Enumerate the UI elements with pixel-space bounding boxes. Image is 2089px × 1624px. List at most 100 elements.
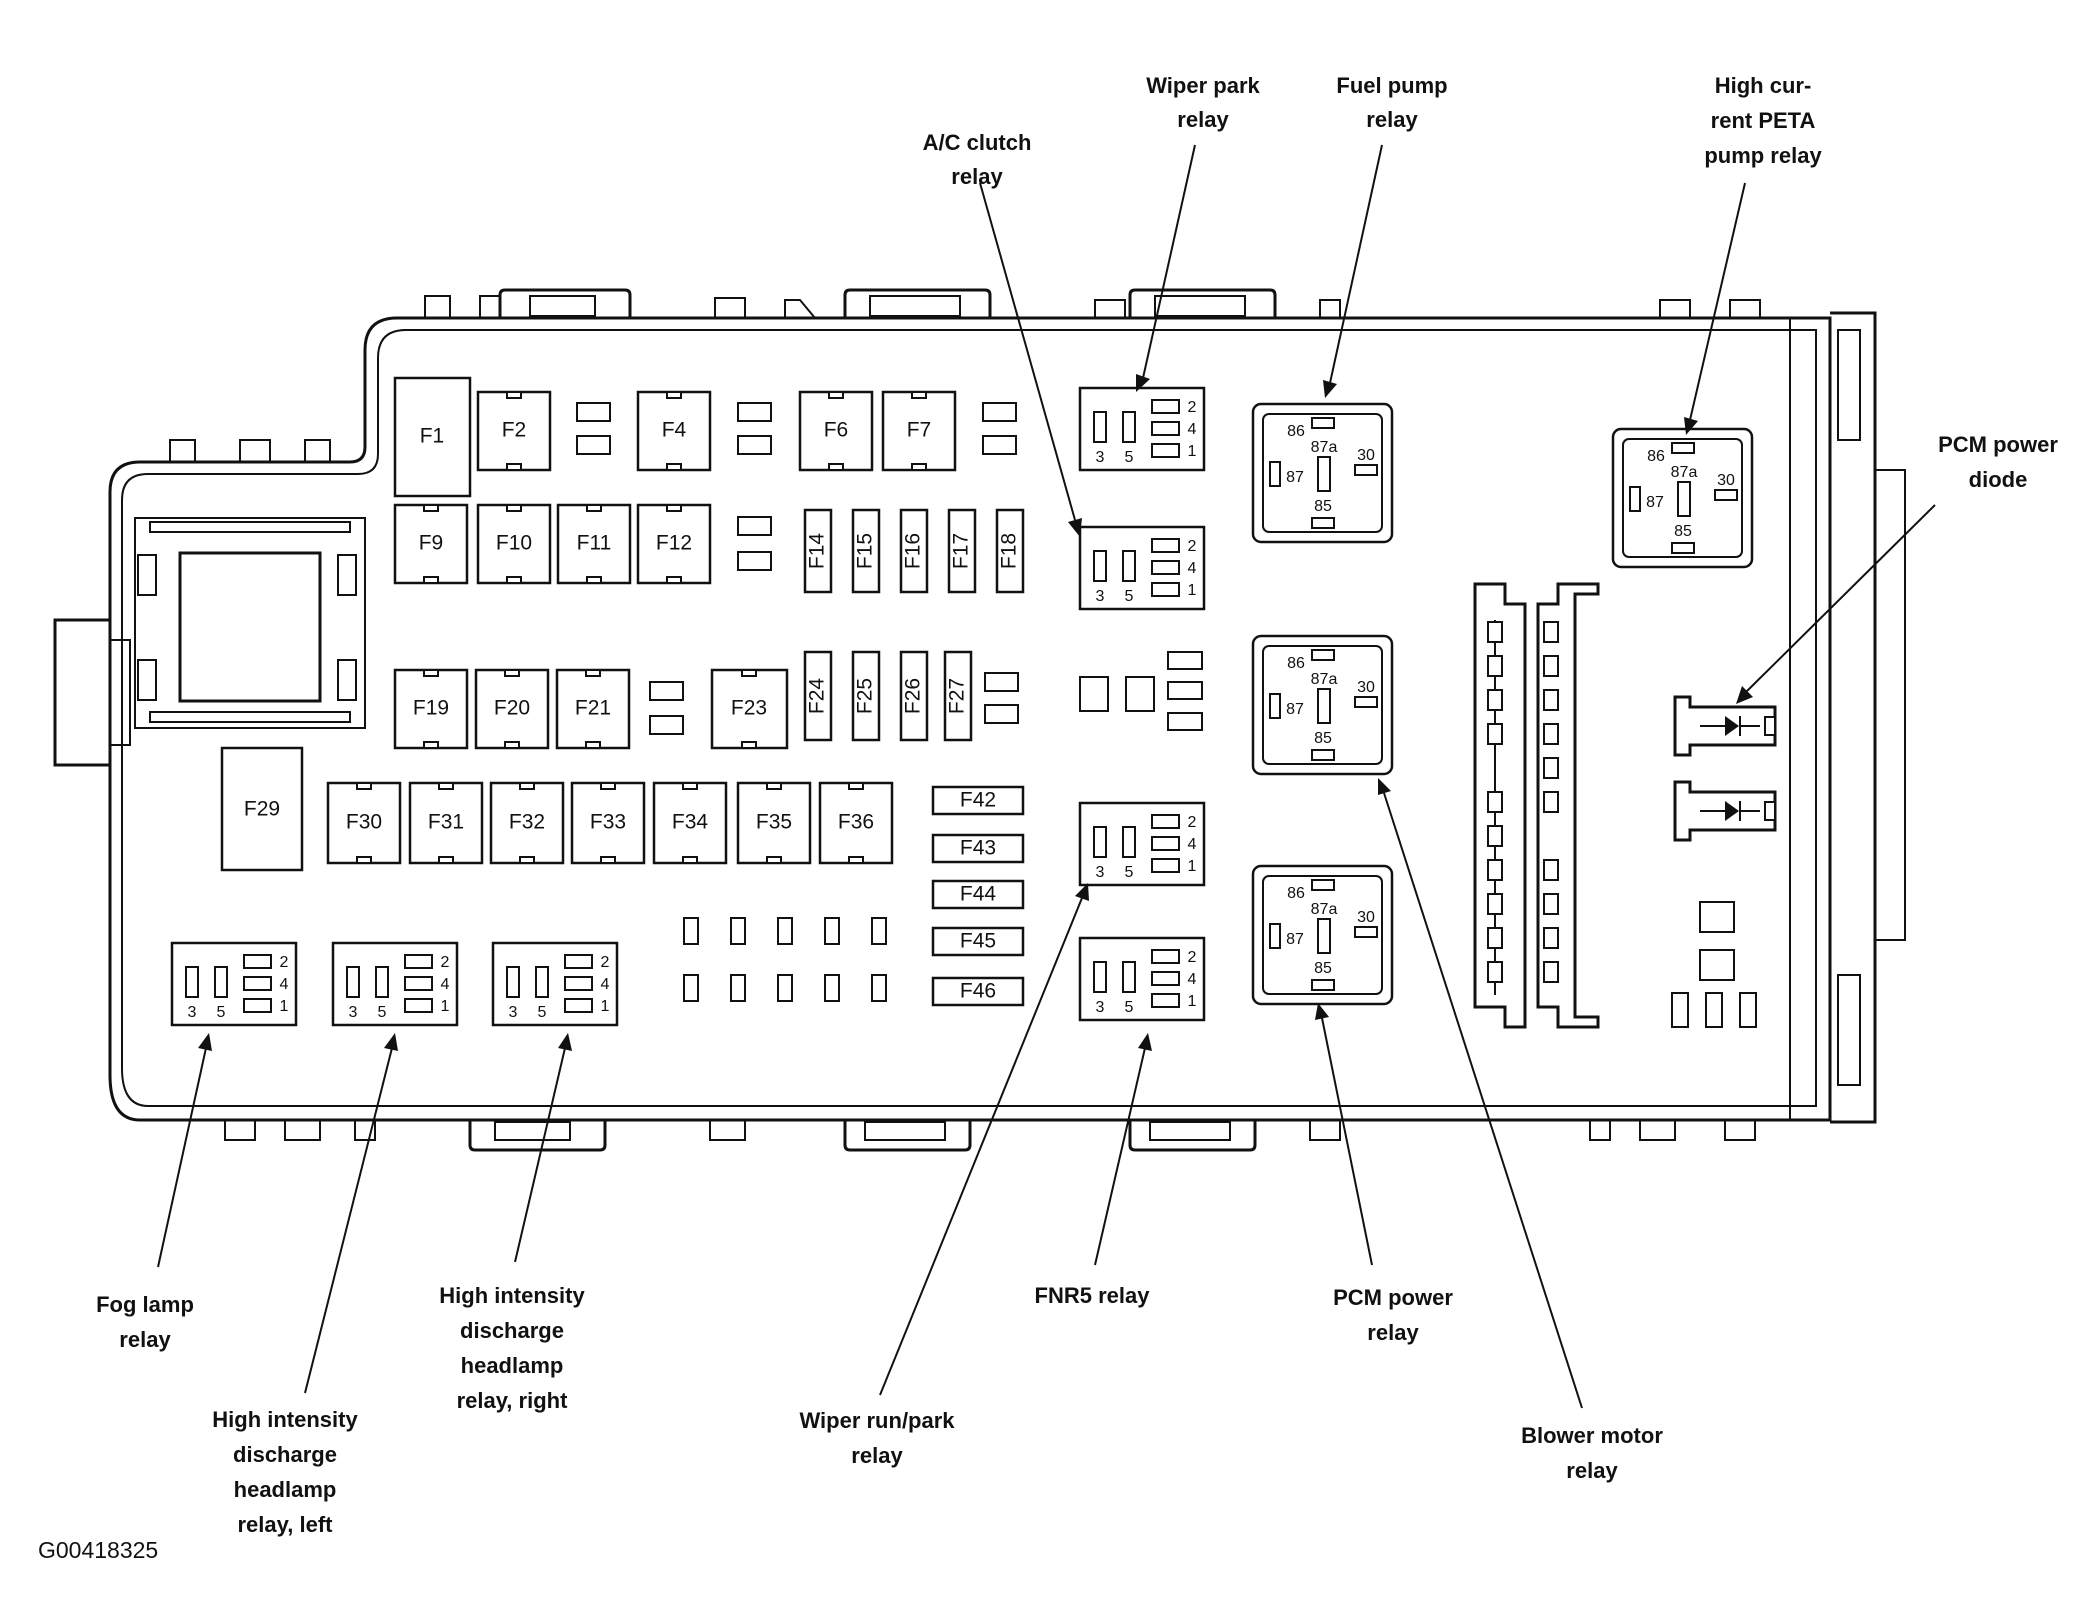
pin-label: 3 <box>188 1004 197 1021</box>
connector-strip-left <box>1473 582 1527 1029</box>
fuse-label: F23 <box>731 697 767 720</box>
pin-label: 5 <box>378 1004 387 1021</box>
callout-line: FNR5 relay <box>1035 1283 1151 1308</box>
fuse-label: F44 <box>960 883 997 906</box>
fuse-F42: F42 <box>931 785 1025 816</box>
pin-label: 3 <box>1096 588 1105 605</box>
fuse-F46: F46 <box>931 976 1025 1007</box>
fuse-slot <box>649 681 684 701</box>
fuse-slot <box>576 435 611 455</box>
fuse-F21: F21 <box>555 668 631 750</box>
fuse-label: F30 <box>346 811 382 834</box>
pin-label: 3 <box>349 1004 358 1021</box>
fuse-F4: F4 <box>636 390 712 472</box>
fuse-label: F46 <box>960 980 996 1003</box>
callout-line: Wiper run/park <box>799 1408 955 1433</box>
pin-label: 3 <box>509 1004 518 1021</box>
pin-label: 87 <box>1646 494 1664 511</box>
mini-relay-wiper-park: 3 5 2 4 1 <box>1078 386 1206 472</box>
pin-label: 5 <box>538 1004 547 1021</box>
fuse-label: F32 <box>509 811 545 834</box>
callout-line: High intensity <box>212 1407 358 1432</box>
pin-label: 87 <box>1286 931 1304 948</box>
iso-relay-high-current-peta: 86 87a 87 30 85 <box>1611 427 1754 569</box>
fuse-label: F19 <box>413 697 449 720</box>
fuse-label: F12 <box>656 532 692 555</box>
callout-line: PCM power <box>1938 432 2058 457</box>
pin-label: 3 <box>1096 864 1105 881</box>
pin-label: 4 <box>1188 836 1197 853</box>
fuse-label: F27 <box>946 678 969 714</box>
callout-line: relay <box>119 1327 171 1352</box>
callout-fog-lamp-relay: Fog lamp relay <box>96 1292 194 1352</box>
pin-label: 1 <box>1188 582 1197 599</box>
callout-ac-clutch-relay: A/C clutch relay <box>923 130 1032 189</box>
pin-label: 3 <box>1096 449 1105 466</box>
fuse-label: F4 <box>662 419 687 442</box>
pin-label: 85 <box>1314 960 1332 977</box>
fuse-label: F24 <box>806 678 829 715</box>
fuse-label: F36 <box>838 811 874 834</box>
mini-relay-hid-right: 3 5 2 4 1 <box>491 941 619 1027</box>
fuse-slot <box>737 551 772 571</box>
callout-line: relay <box>851 1443 903 1468</box>
fuse-F36: F36 <box>818 781 894 865</box>
fuse-F10: F10 <box>476 503 552 585</box>
diode-secondary <box>1673 780 1777 842</box>
pin-label: 5 <box>1125 449 1134 466</box>
pin-label: 2 <box>601 954 610 971</box>
fuse-F16: F16 <box>899 508 929 594</box>
fuse-label: F31 <box>428 811 464 834</box>
fuse-slot <box>576 402 611 422</box>
fuse-F25: F25 <box>851 650 881 742</box>
pin-label: 2 <box>1188 949 1197 966</box>
mini-relay-fnr5: 3 5 2 4 1 <box>1078 936 1206 1022</box>
pin-label: 1 <box>1188 443 1197 460</box>
pin-label: 1 <box>1188 858 1197 875</box>
fuse-F2: F2 <box>476 390 552 472</box>
pin-label: 1 <box>601 998 610 1015</box>
fuse-label: F34 <box>672 811 709 834</box>
pin-label: 30 <box>1357 909 1375 926</box>
fuse-label: F14 <box>806 533 829 570</box>
fuse-slot <box>649 715 684 735</box>
callout-line: High cur- <box>1715 73 1812 98</box>
mini-relay-hid-left: 3 5 2 4 1 <box>331 941 459 1027</box>
pin-label: 4 <box>280 976 289 993</box>
fuse-label: F9 <box>419 532 444 555</box>
fuse-box-housing <box>53 288 1906 1152</box>
callout-line: Fog lamp <box>96 1292 194 1317</box>
pin-label: 87 <box>1286 469 1304 486</box>
pin-label: 5 <box>1125 588 1134 605</box>
callout-line: headlamp <box>461 1353 564 1378</box>
callout-line: relay <box>1177 107 1229 132</box>
fuse-label: F21 <box>575 697 611 720</box>
fuse-label: F26 <box>902 678 925 714</box>
callout-line: discharge <box>460 1318 564 1343</box>
fuse-slot <box>982 402 1017 422</box>
pin-label: 1 <box>1188 993 1197 1010</box>
fuse-F29: F29 <box>220 746 304 872</box>
fuse-F23: F23 <box>710 668 789 750</box>
pin-label: 5 <box>217 1004 226 1021</box>
callout-blower-motor-relay: Blower motor relay <box>1521 1423 1663 1483</box>
diode-pcm-power <box>1673 695 1777 757</box>
callout-line: rent PETA <box>1711 108 1816 133</box>
pin-label: 4 <box>1188 421 1197 438</box>
pin-label: 4 <box>441 976 450 993</box>
callout-line: Blower motor <box>1521 1423 1663 1448</box>
fuse-F30: F30 <box>326 781 402 865</box>
fuse-F6: F6 <box>798 390 874 472</box>
mini-relay-wiper-run-park: 3 5 2 4 1 <box>1078 801 1206 887</box>
callout-line: PCM power <box>1333 1285 1453 1310</box>
callout-fnr5-relay: FNR5 relay <box>1035 1283 1151 1308</box>
pin-label: 85 <box>1674 523 1692 540</box>
fuse-label: F15 <box>854 533 877 569</box>
fuse-label: F25 <box>854 678 877 714</box>
pin-label: 85 <box>1314 498 1332 515</box>
callout-line: Wiper park <box>1146 73 1260 98</box>
pin-label: 2 <box>441 954 450 971</box>
fuse-label: F17 <box>950 533 973 569</box>
callout-line: relay, right <box>457 1388 569 1413</box>
iso-relay-pcm-power: 86 87a 87 30 85 <box>1251 864 1394 1006</box>
